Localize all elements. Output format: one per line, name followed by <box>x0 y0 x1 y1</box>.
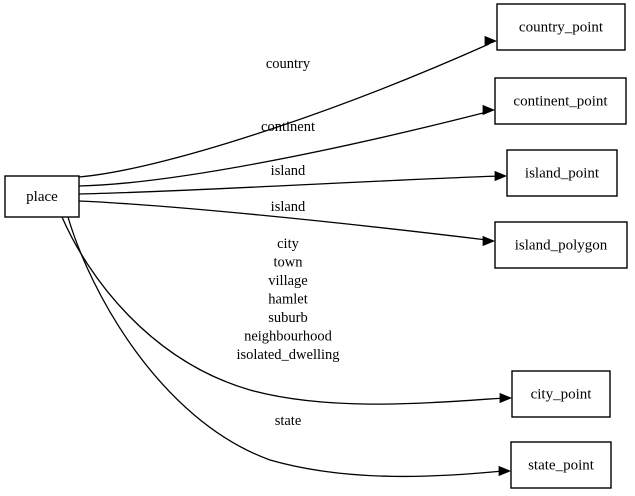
node-box[interactable] <box>496 3 626 51</box>
node-island_polygon[interactable]: island_polygon <box>494 221 628 269</box>
edge-place-continent_point <box>78 104 496 187</box>
edge-label-line: suburb <box>268 310 307 326</box>
edge-line <box>78 200 488 241</box>
node-label: state_point <box>528 457 595 473</box>
edge-line <box>78 175 500 195</box>
arrowhead-icon <box>494 170 508 182</box>
arrowhead-icon <box>482 235 496 247</box>
edge-label-line: isolated_dwelling <box>236 347 339 363</box>
node-city_point[interactable]: city_point <box>511 370 611 418</box>
node-label: continent_point <box>513 93 608 109</box>
edge-place-city_point <box>61 216 513 405</box>
node-box[interactable] <box>494 77 627 125</box>
edge-label-line: hamlet <box>268 292 307 308</box>
edges-layer <box>61 35 513 478</box>
edge-label-place-country_point: country <box>266 56 311 72</box>
edge-label-line: island <box>271 163 306 179</box>
edge-line <box>61 216 505 405</box>
node-box[interactable] <box>4 175 80 218</box>
edge-place-island_point <box>78 170 508 195</box>
node-box[interactable] <box>510 441 612 489</box>
node-place[interactable]: place <box>4 175 80 218</box>
arrowhead-icon <box>482 104 496 116</box>
edge-label-line: country <box>266 56 311 72</box>
node-island_point[interactable]: island_point <box>506 149 618 197</box>
edge-line <box>78 111 488 187</box>
node-label: country_point <box>519 19 604 35</box>
node-box[interactable] <box>506 149 618 197</box>
edge-line <box>67 216 504 478</box>
edge-place-island_polygon <box>78 200 496 247</box>
edge-place-state_point <box>67 216 512 478</box>
edge-labels-layer: country continent island island city town vill… <box>236 56 339 429</box>
edge-label-place-continent_point: continent <box>261 119 315 135</box>
arrowhead-icon <box>498 465 512 477</box>
edge-label-place-island_point: island <box>271 163 306 179</box>
node-label: place <box>26 189 58 205</box>
arrowhead-icon <box>484 35 498 47</box>
edge-label-place-island_polygon: island <box>271 199 306 215</box>
edge-label-line: village <box>268 273 307 289</box>
node-box[interactable] <box>511 370 611 418</box>
edge-label-line: island <box>271 199 306 215</box>
edge-label-line: continent <box>261 119 315 135</box>
node-label: island_polygon <box>515 237 608 253</box>
edge-place-country_point <box>78 35 498 178</box>
node-box[interactable] <box>494 221 628 269</box>
edge-label-line: state <box>275 413 302 429</box>
node-continent_point[interactable]: continent_point <box>494 77 627 125</box>
node-country_point[interactable]: country_point <box>496 3 626 51</box>
node-label: island_point <box>525 165 600 181</box>
node-state_point[interactable]: state_point <box>510 441 612 489</box>
node-label: city_point <box>531 386 593 402</box>
edge-label-line: city <box>277 236 299 252</box>
edge-line <box>78 43 490 178</box>
nodes-layer: place country_point continent_point island_… <box>4 3 628 489</box>
edge-label-place-state_point: state <box>275 413 302 429</box>
edge-label-line: neighbourhood <box>244 329 333 345</box>
edge-label-line: town <box>274 255 304 271</box>
arrowhead-icon <box>499 392 513 404</box>
edge-label-place-city_point: city town village hamlet suburb neighbourhood… <box>236 236 339 363</box>
